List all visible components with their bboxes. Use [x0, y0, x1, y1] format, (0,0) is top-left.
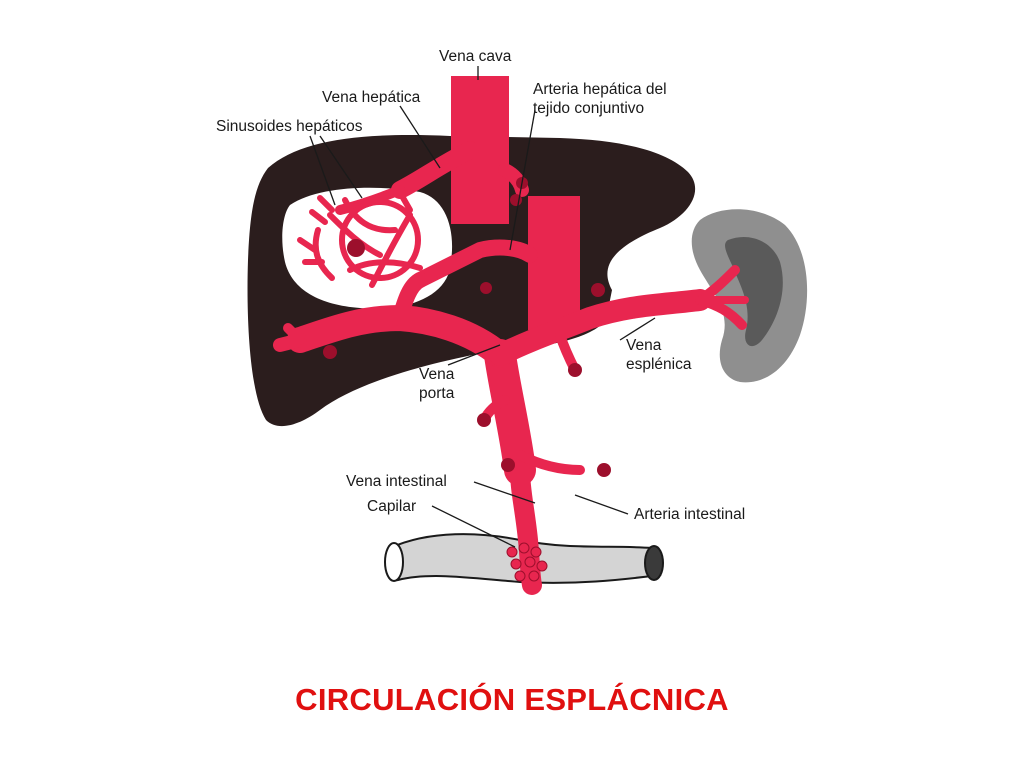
label-vena-esplenica-line1: Vena: [626, 337, 662, 354]
leader-lines: [309, 66, 656, 548]
spleen-shading: [725, 236, 783, 347]
label-arteria-hepatica-line1: Arteria hepática del: [533, 81, 667, 98]
label-vena-porta-line1: Vena: [419, 366, 455, 383]
sinusoides-hepaticos: [297, 193, 423, 288]
label-vena-esplenica-line2: esplénica: [626, 356, 692, 373]
capilar: [506, 542, 548, 582]
label-arteria-intestinal: Arteria intestinal: [634, 506, 746, 523]
sinusoid-center: [347, 239, 365, 257]
intestine-opening-right: [644, 545, 664, 581]
intestine-opening-left: [384, 542, 404, 582]
arteria-hepatica: [528, 196, 580, 330]
label-sinusoides-hepaticos: Sinusoides hepáticos: [216, 118, 363, 135]
label-vena-hepatica: Vena hepática: [322, 89, 421, 106]
vena-porta: [273, 239, 749, 595]
label-vena-cava: Vena cava: [439, 48, 512, 65]
vessel-stubs: [323, 177, 611, 477]
label-capilar: Capilar: [367, 498, 417, 515]
label-vena-porta-line2: porta: [419, 385, 455, 402]
label-arteria-hepatica-line2: tejido conjuntivo: [533, 100, 645, 117]
page-title: CIRCULACIÓN ESPLÁCNICA: [295, 682, 729, 717]
label-vena-intestinal: Vena intestinal: [346, 473, 447, 490]
